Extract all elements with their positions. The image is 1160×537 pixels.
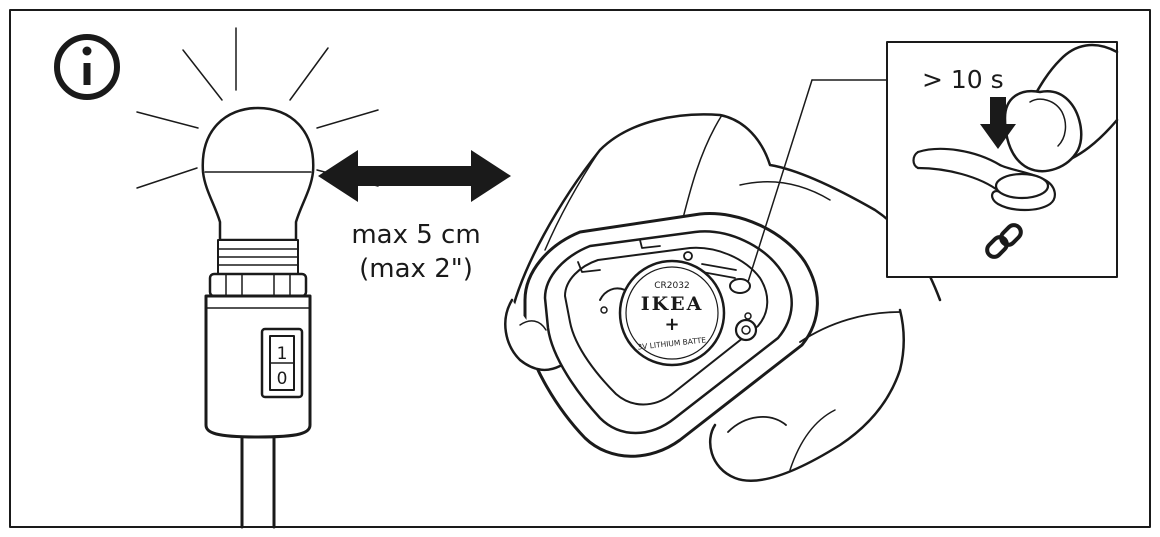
leader-line (747, 79, 813, 283)
battery-polarity: + (664, 314, 679, 335)
double-arrow-icon (318, 150, 511, 202)
frame-border (9, 9, 1151, 528)
battery-model: CR2032 (654, 281, 689, 291)
hand-fingers (504, 298, 905, 483)
switch-on-label: 1 (277, 344, 288, 364)
battery-cr2032: CR2032 IKEA + 3V LITHIUM BATTE (618, 259, 726, 367)
distance-imperial: (max 2") (359, 254, 473, 284)
hold-time-label: > 10 s (922, 65, 1004, 94)
battery-brand: IKEA (641, 293, 704, 315)
distance-metric: max 5 cm (351, 220, 481, 250)
socket-switch: 1 0 (260, 327, 304, 399)
switch-off-label: 0 (277, 369, 288, 389)
distance-label: max 5 cm (max 2") (345, 218, 487, 286)
info-icon (54, 34, 120, 100)
inset-button (912, 147, 1056, 212)
link-pairing-icon (985, 223, 1023, 259)
light-bulb-icon (136, 27, 379, 529)
press-down-arrow-icon (980, 97, 1016, 149)
